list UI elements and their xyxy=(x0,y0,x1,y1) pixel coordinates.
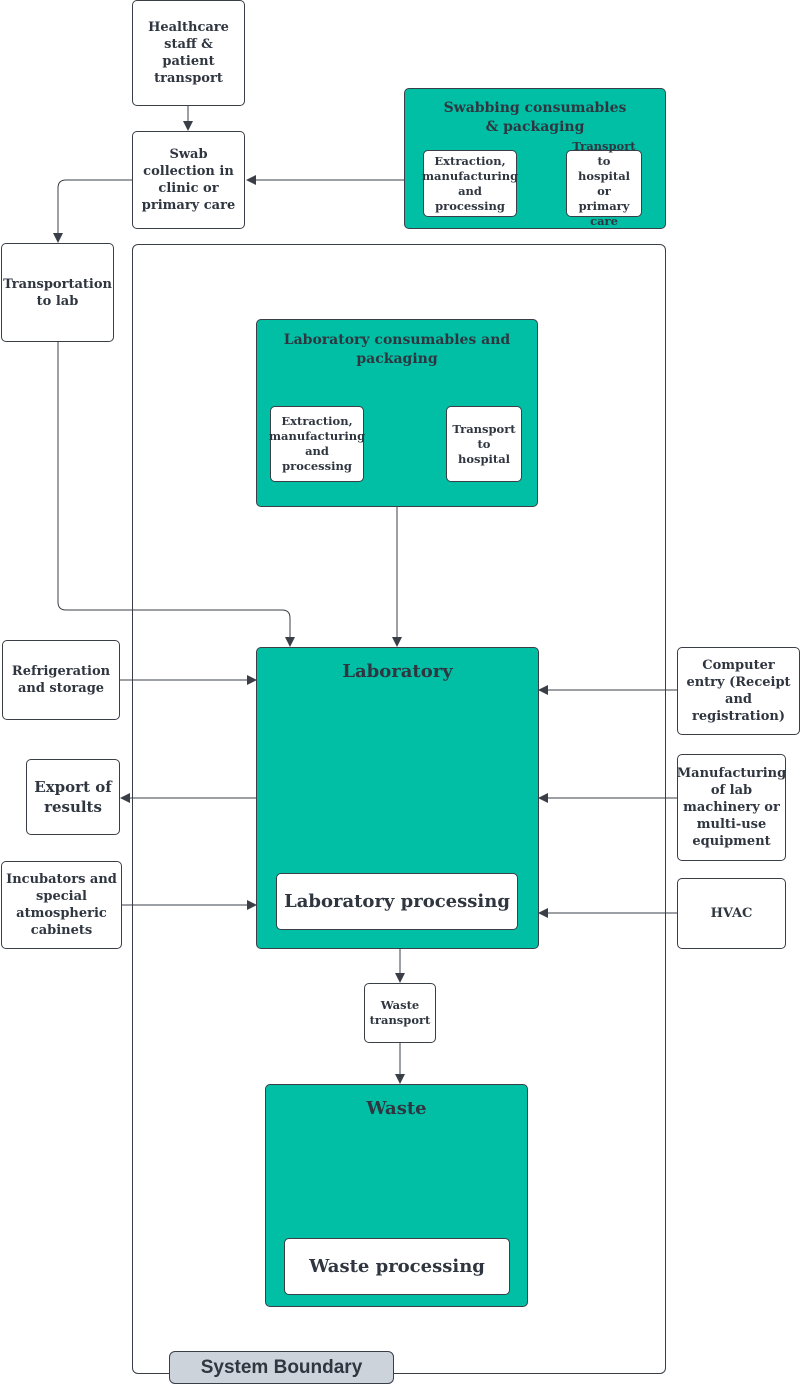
swab-extraction-label: Extraction, manufacturing and processing xyxy=(421,153,519,213)
waste-transport-node[interactable]: Waste transport xyxy=(364,983,436,1043)
edge-swab-collection-to-transportation xyxy=(53,179,133,243)
healthcare-transport-node[interactable]: Healthcare staff & patient transport xyxy=(132,0,245,106)
hvac-node[interactable]: HVAC xyxy=(677,878,786,949)
lab-transport-node[interactable]: Transport to hospital xyxy=(446,406,522,482)
edge-transportation-to-laboratory xyxy=(57,342,295,647)
swab-transport-node[interactable]: Transport to hospital or primary care xyxy=(566,139,642,228)
computer-entry-node[interactable]: Computer entry (Receipt and registration… xyxy=(677,647,800,735)
system-boundary-label: System Boundary xyxy=(169,1351,394,1384)
swab-extraction-node[interactable]: Extraction, manufacturing and processing xyxy=(421,150,519,217)
system-boundary xyxy=(132,244,666,1374)
waste-transport-label: Waste transport xyxy=(369,998,431,1027)
incubators-node[interactable]: Incubators and special atmospheric cabin… xyxy=(1,861,122,949)
refrigeration-storage-node[interactable]: Refrigeration and storage xyxy=(2,640,120,720)
manufacturing-machinery-node[interactable]: Manufacturing of lab machinery or multi-… xyxy=(677,754,786,861)
laboratory-processing-label: Laboratory processing xyxy=(284,890,510,912)
transportation-to-lab-label: Transportation to lab xyxy=(3,277,112,309)
transportation-to-lab-node[interactable]: Transportation to lab xyxy=(1,243,114,342)
computer-entry-label: Computer entry (Receipt and registration… xyxy=(686,658,791,724)
waste-title: Waste xyxy=(366,1098,427,1119)
refrigeration-storage-label: Refrigeration and storage xyxy=(11,664,111,696)
healthcare-transport-label: Healthcare staff & patient transport xyxy=(148,20,229,86)
lab-transport-label: Transport to hospital xyxy=(452,421,516,466)
export-results-node[interactable]: Export of results xyxy=(26,759,120,835)
incubators-label: Incubators and special atmospheric cabin… xyxy=(6,872,117,938)
swab-transport-label: Transport to hospital or primary care xyxy=(572,138,636,228)
lab-extraction-node[interactable]: Extraction, manufacturing and processing xyxy=(268,406,366,482)
manufacturing-machinery-label: Manufacturing of lab machinery or multi-… xyxy=(676,766,787,849)
export-results-label: Export of results xyxy=(34,778,112,816)
waste-processing-node[interactable]: Waste processing xyxy=(284,1238,510,1295)
swab-collection-node[interactable]: Swab collection in clinic or primary car… xyxy=(132,131,245,229)
lab-extraction-label: Extraction, manufacturing and processing xyxy=(268,414,366,473)
hvac-label: HVAC xyxy=(710,906,753,921)
lab-consumables-title: Laboratory consumables and packaging xyxy=(283,332,511,367)
swab-collection-label: Swab collection in clinic or primary car… xyxy=(141,147,236,213)
laboratory-processing-node[interactable]: Laboratory processing xyxy=(276,873,518,930)
laboratory-title: Laboratory xyxy=(342,661,453,682)
swabbing-consumables-title: Swabbing consumables & packaging xyxy=(443,100,627,135)
waste-processing-label: Waste processing xyxy=(309,1255,485,1277)
